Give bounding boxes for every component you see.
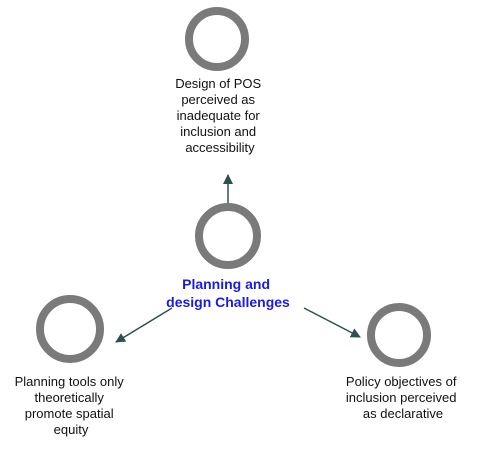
top-node-ring [185,7,249,71]
right-node-ring [367,303,431,367]
center-node-label: Planning and design Challenges [166,276,290,310]
top-node-label: Design of POS perceived as inadequate fo… [175,76,265,155]
center-node-ring [195,203,261,269]
right-node-label: Policy objectives of inclusion perceived… [346,374,460,421]
right-node: Policy objectives of inclusion perceived… [346,303,460,421]
connector-to-right [303,307,361,338]
left-node-label: Planning tools only theoretically promot… [15,374,128,437]
center-node: Planning and design Challenges [166,203,290,310]
left-node: Planning tools only theoretically promot… [15,295,128,437]
left-node-ring [36,295,104,363]
top-node: Design of POS perceived as inadequate fo… [175,7,265,155]
connector-to-left [115,307,173,343]
